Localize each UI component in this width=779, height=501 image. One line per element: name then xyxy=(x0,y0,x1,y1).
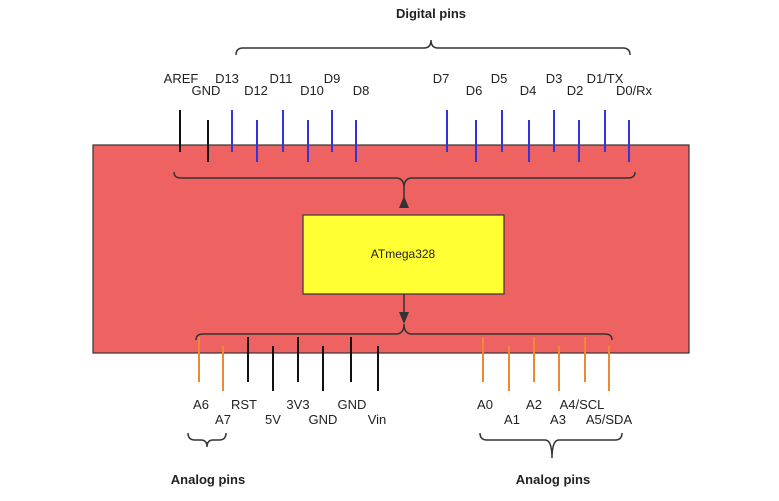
chip-label: ATmega328 xyxy=(371,247,436,261)
pin-label-a3: A3 xyxy=(550,412,566,427)
top-bus-arrow-head xyxy=(399,196,409,208)
pin-label-d0-rx: D0/Rx xyxy=(616,83,653,98)
pin-label-a5-sda: A5/SDA xyxy=(586,412,633,427)
atmega-chip xyxy=(302,214,505,295)
pin-label-d4: D4 xyxy=(520,83,537,98)
pin-label-3v3: 3V3 xyxy=(286,397,309,412)
pin-label-a2: A2 xyxy=(526,397,542,412)
pin-label-d1-tx: D1/TX xyxy=(587,71,624,86)
bottom-bus-brace xyxy=(195,323,613,341)
pin-label-d8: D8 xyxy=(353,83,370,98)
pin-label-d11: D11 xyxy=(270,71,293,86)
analog-pins-left-title: Analog pins xyxy=(171,472,245,487)
pin-label-d6: D6 xyxy=(466,83,483,98)
analog-pins-left-brace xyxy=(187,432,227,448)
pin-label-d12: D12 xyxy=(244,83,268,98)
pin-label-d5: D5 xyxy=(491,71,508,86)
pin-label-rst: RST xyxy=(231,397,257,412)
pin-label-a4-scl: A4/SCL xyxy=(560,397,605,412)
bottom-pin-header: A6A7RST5V3V3GNDGNDVinA0A1A2A3A4/SCLA5/SD… xyxy=(193,337,632,427)
digital-pins-brace xyxy=(235,39,631,56)
pin-label-gnd: GND xyxy=(192,83,221,98)
pin-label-5v: 5V xyxy=(265,412,281,427)
pin-label-d2: D2 xyxy=(567,83,584,98)
pin-label-d10: D10 xyxy=(300,83,324,98)
pin-label-d13: D13 xyxy=(215,71,239,86)
pin-label-a6: A6 xyxy=(193,397,209,412)
digital-pins-title: Digital pins xyxy=(396,6,466,21)
pin-label-a0: A0 xyxy=(477,397,493,412)
bottom-bus-arrow-head xyxy=(399,312,409,324)
pin-label-gnd: GND xyxy=(338,397,367,412)
pin-label-a1: A1 xyxy=(504,412,520,427)
pin-label-gnd: GND xyxy=(309,412,338,427)
pin-label-d7: D7 xyxy=(433,71,450,86)
pin-label-d9: D9 xyxy=(324,71,341,86)
analog-pins-right-brace xyxy=(479,432,623,459)
pin-label-vin: Vin xyxy=(368,412,387,427)
pin-label-d3: D3 xyxy=(546,71,563,86)
pin-label-aref: AREF xyxy=(164,71,199,86)
pin-label-a7: A7 xyxy=(215,412,231,427)
analog-pins-right-title: Analog pins xyxy=(516,472,590,487)
